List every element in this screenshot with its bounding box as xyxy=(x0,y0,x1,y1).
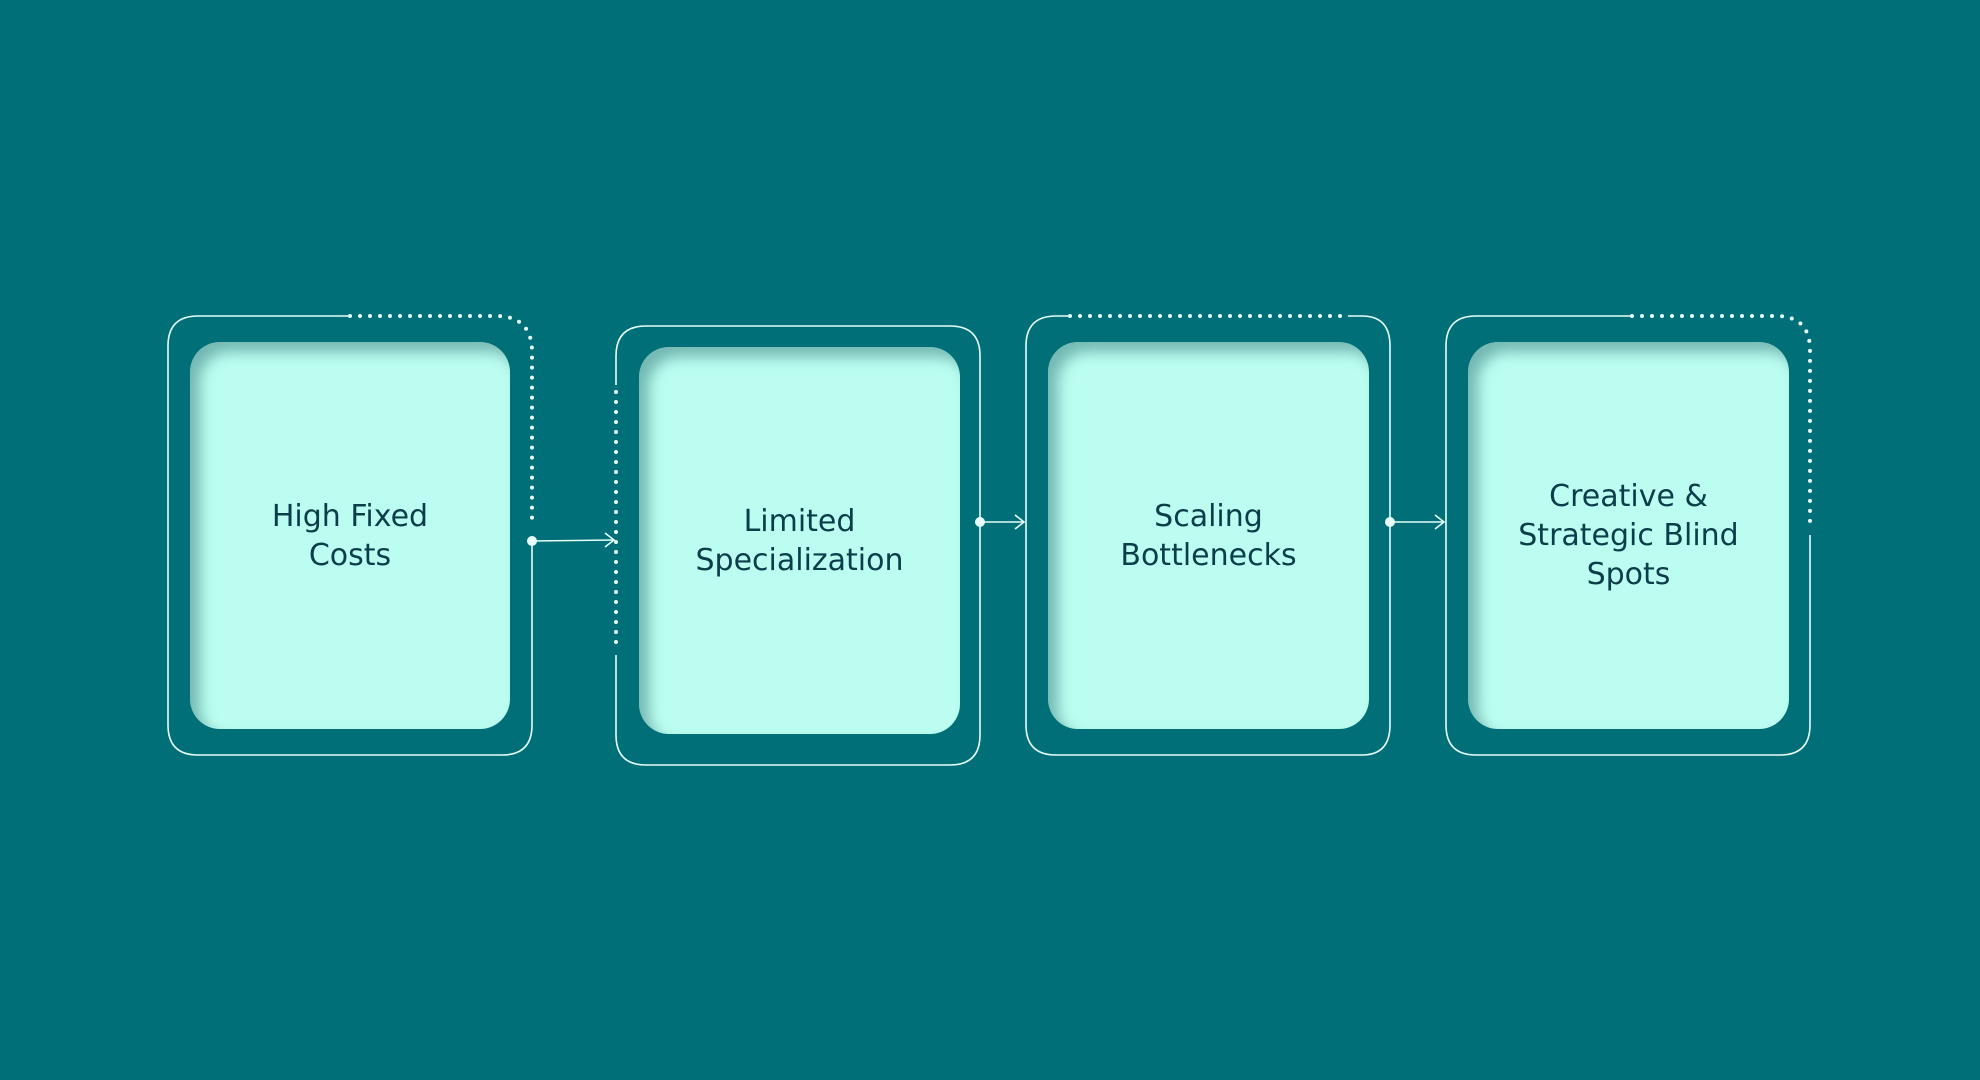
connector-node-3 xyxy=(1385,517,1395,527)
step-frame-4-dotted xyxy=(1630,314,1812,530)
step-card-4: Creative & Strategic Blind Spots xyxy=(1468,342,1789,729)
step-card-label: High Fixed Costs xyxy=(271,498,429,573)
step-frame-2-solid xyxy=(615,325,981,766)
step-card-label: Limited Specialization xyxy=(695,503,904,578)
connector-node-1 xyxy=(527,536,537,546)
arrowhead-1-2 xyxy=(604,532,616,548)
step-card-label: Creative & Strategic Blind Spots xyxy=(1518,479,1739,592)
step-frame-4-solid xyxy=(1445,315,1811,756)
connector-node-2 xyxy=(975,517,985,527)
step-frame-1-solid xyxy=(167,315,533,756)
step-frame-3-solid xyxy=(1025,315,1391,756)
arrowhead-3-4 xyxy=(1434,514,1446,530)
step-card-3: Scaling Bottlenecks xyxy=(1048,342,1369,729)
arrowhead-2-3 xyxy=(1014,514,1026,530)
step-card-1: High Fixed Costs xyxy=(190,342,510,729)
step-card-label: Scaling Bottlenecks xyxy=(1120,498,1297,573)
step-card-2: Limited Specialization xyxy=(639,347,960,734)
arrow-1-2 xyxy=(531,539,615,542)
